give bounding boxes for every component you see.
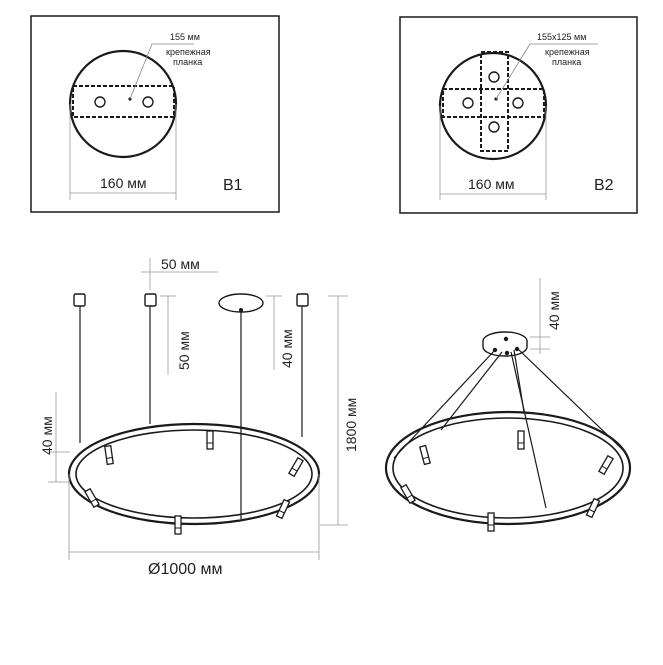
front-ring-inner	[75, 429, 313, 519]
b1-leader-line	[129, 43, 153, 100]
panel-b1-frame	[30, 15, 280, 213]
persp-spotlight	[400, 483, 416, 505]
b1-screw-hole-right	[142, 96, 154, 108]
persp-spotlight	[585, 497, 601, 519]
persp-spotlight	[487, 512, 495, 532]
front-canopy-left	[73, 293, 86, 307]
b1-mounting-plate	[72, 85, 175, 118]
front-canopy-second	[144, 293, 157, 307]
persp-ring-outer	[384, 410, 632, 526]
b2-width-label: 155x125 мм	[537, 32, 586, 42]
dim-ring-height-label: 40 мм	[39, 416, 55, 455]
b2-variant-label: B2	[594, 177, 614, 194]
dim-total-height-label: 1800 мм	[343, 398, 359, 452]
b2-screw-hole-top	[488, 71, 500, 83]
b2-plate-label-line1: крепежная	[545, 47, 590, 57]
b2-diameter-label: 160 мм	[468, 176, 515, 192]
b2-screw-hole-bottom	[488, 121, 500, 133]
front-spotlight	[84, 487, 100, 509]
b2-leader-line	[495, 43, 531, 100]
panel-b2: 155x125 мм крепежная планка 160 мм B2	[399, 16, 638, 214]
front-spotlight	[288, 456, 304, 478]
persp-ring-inner	[392, 417, 624, 519]
persp-cable	[440, 351, 503, 431]
persp-canopy-side	[482, 341, 528, 357]
front-spotlight	[174, 515, 182, 535]
dim-drop-center-label: 40 мм	[279, 329, 295, 368]
persp-cable	[513, 349, 525, 413]
b1-variant-label: B1	[223, 177, 243, 194]
persp-canopy-hole	[503, 336, 509, 342]
persp-cable	[393, 349, 496, 459]
dim-cable-spacing-label: 50 мм	[161, 256, 200, 272]
b2-mounting-plate-horizontal	[442, 88, 545, 118]
dim-diameter-label: Ø1000 мм	[148, 561, 222, 578]
b2-canopy-circle	[438, 51, 548, 161]
front-canopy-center-dot	[239, 308, 243, 312]
panel-b2-frame	[399, 16, 638, 214]
front-spotlight	[206, 430, 214, 450]
persp-canopy-hole	[504, 350, 510, 356]
b2-mounting-plate-vertical	[480, 51, 509, 152]
b1-plate-label-line2: планка	[173, 57, 202, 67]
persp-spotlight	[598, 454, 614, 476]
b1-width-label: 155 мм	[170, 32, 200, 42]
persp-canopy-height-label: 40 мм	[546, 291, 562, 330]
b1-screw-hole-left	[94, 96, 106, 108]
b1-diameter-label: 160 мм	[100, 175, 147, 191]
front-spotlight	[275, 498, 291, 520]
dim-drop-left-label: 50 мм	[176, 331, 192, 370]
front-spotlight	[104, 444, 114, 466]
persp-spotlight	[517, 430, 525, 450]
b1-plate-label-line1: крепежная	[166, 47, 211, 57]
panel-b1: 155 мм крепежная планка 160 мм B1	[30, 15, 280, 213]
b1-canopy-circle	[68, 49, 178, 159]
b2-screw-hole-right	[512, 97, 524, 109]
persp-cable	[510, 351, 547, 509]
persp-spotlight	[418, 444, 432, 466]
b2-plate-label-line2: планка	[552, 57, 581, 67]
front-view: 50 мм 50 мм 40 мм 1800 мм 40 мм Ø1000 мм	[39, 256, 359, 578]
front-canopy-right	[296, 293, 309, 307]
persp-canopy-hole	[514, 346, 520, 352]
b2-screw-hole-left	[462, 97, 474, 109]
perspective-view: 40 мм	[384, 278, 632, 532]
